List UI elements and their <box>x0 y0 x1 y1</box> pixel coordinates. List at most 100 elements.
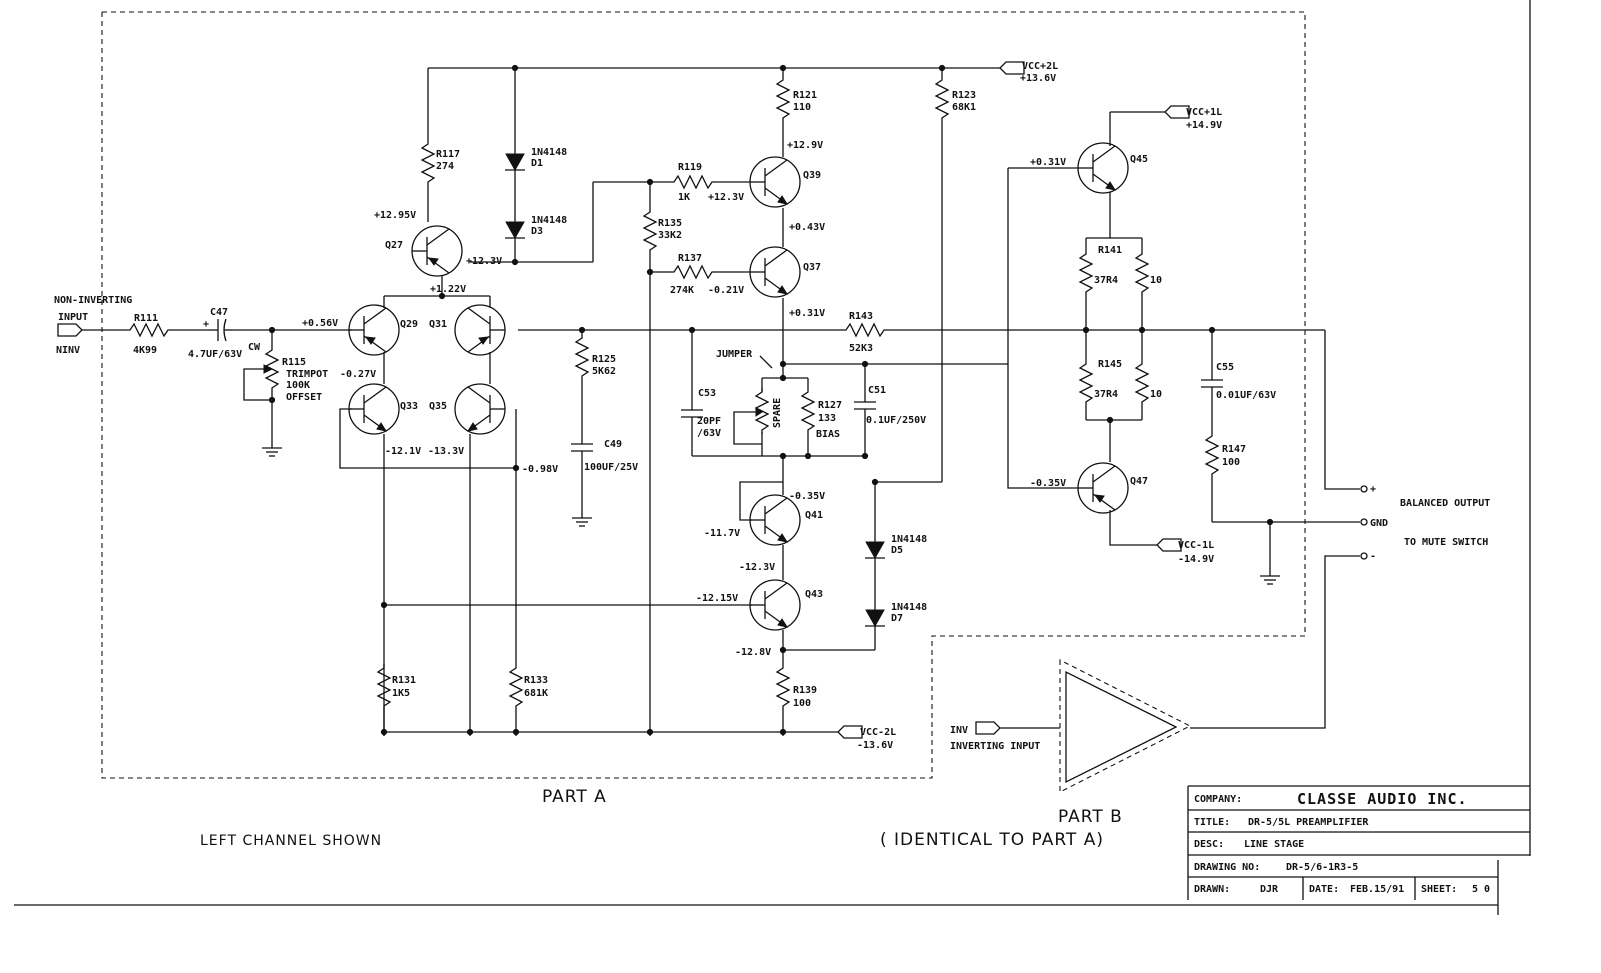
to-mute-label: TO MUTE SWITCH <box>1404 537 1488 548</box>
svg-text:DATE:: DATE: <box>1309 884 1339 895</box>
svg-text:1N4148: 1N4148 <box>891 602 927 613</box>
svg-text:110: 110 <box>793 102 811 113</box>
svg-text:-: - <box>1370 551 1376 562</box>
svg-text:Q27: Q27 <box>385 240 403 251</box>
svg-text:4K99: 4K99 <box>133 345 157 356</box>
svg-text:R141: R141 <box>1098 245 1122 256</box>
q39-transistor <box>749 156 801 208</box>
svg-text:100K: 100K <box>286 380 310 391</box>
r133-resistor <box>509 663 523 711</box>
d5-diode <box>864 527 886 573</box>
svg-text:+12.3V: +12.3V <box>708 192 744 203</box>
d7-diode <box>864 595 886 641</box>
q27-transistor <box>411 225 463 277</box>
non-inverting-label: NON-INVERTING <box>54 295 132 306</box>
title-block-frame <box>14 0 1531 915</box>
svg-text:R131: R131 <box>392 675 416 686</box>
svg-text:1N4148: 1N4148 <box>891 534 927 545</box>
q43-transistor <box>749 579 801 631</box>
identical-note: ( IDENTICAL TO PART A) <box>880 830 1104 850</box>
svg-text:C51: C51 <box>868 385 886 396</box>
svg-text:Q45: Q45 <box>1130 154 1148 165</box>
d3-diode <box>504 207 526 253</box>
svg-text:Q31: Q31 <box>429 319 447 330</box>
svg-text:INV: INV <box>950 725 968 736</box>
svg-text:R143: R143 <box>849 311 873 322</box>
svg-text:D3: D3 <box>531 226 543 237</box>
svg-text:VCC+1L: VCC+1L <box>1186 107 1222 118</box>
svg-text:-0.35V: -0.35V <box>789 491 825 502</box>
svg-text:R115: R115 <box>282 357 306 368</box>
svg-text:+13.6V: +13.6V <box>1020 73 1056 84</box>
svg-text:R111: R111 <box>134 313 158 324</box>
r139-resistor <box>776 663 790 711</box>
svg-text:5K62: 5K62 <box>592 366 616 377</box>
r145b-resistor <box>1135 359 1149 407</box>
q33-transistor <box>348 383 400 435</box>
svg-text:20PF: 20PF <box>697 416 721 427</box>
ports <box>57 61 1190 739</box>
svg-text:+14.9V: +14.9V <box>1186 120 1222 131</box>
svg-text:BIAS: BIAS <box>816 429 840 440</box>
svg-text:D5: D5 <box>891 545 903 556</box>
svg-text:R135: R135 <box>658 218 682 229</box>
part-a-label: PART A <box>542 787 607 807</box>
svg-text:R125: R125 <box>592 354 616 365</box>
vccm2l-port <box>837 725 863 739</box>
title-block: COMPANY: CLASSE AUDIO INC. TITLE: DR-5/5… <box>1194 790 1490 895</box>
svg-text:-13.3V: -13.3V <box>428 446 464 457</box>
svg-text:GND: GND <box>1370 518 1388 529</box>
part-a-frame <box>101 11 1306 779</box>
svg-text:Q43: Q43 <box>805 589 823 600</box>
svg-text:-0.98V: -0.98V <box>522 464 558 475</box>
r111-resistor <box>125 323 173 337</box>
svg-text:R145: R145 <box>1098 359 1122 370</box>
left-channel-note: LEFT CHANNEL SHOWN <box>200 833 382 849</box>
svg-text:+12.95V: +12.95V <box>374 210 416 221</box>
r125-resistor <box>575 333 589 381</box>
svg-text:COMPANY:: COMPANY: <box>1194 794 1242 805</box>
transistors <box>348 142 1129 631</box>
trimpot-wiper-arrow <box>263 364 274 374</box>
svg-text:+: + <box>203 319 209 330</box>
svg-text:-12.3V: -12.3V <box>739 562 775 573</box>
component-labels: NON-INVERTING INPUT NINV R111 4K99 C47 +… <box>54 61 1490 850</box>
svg-text:SPARE: SPARE <box>772 398 783 428</box>
drawing-title: DR-5/5L PREAMPLIFIER <box>1248 817 1369 828</box>
q47-transistor <box>1077 462 1129 514</box>
svg-text:C55: C55 <box>1216 362 1234 373</box>
svg-text:0.01UF/63V: 0.01UF/63V <box>1216 390 1276 401</box>
svg-text:Q47: Q47 <box>1130 476 1148 487</box>
ninv-port <box>57 323 83 337</box>
q31-transistor <box>454 304 506 356</box>
q45-transistor <box>1077 142 1129 194</box>
svg-text:-0.27V: -0.27V <box>340 369 376 380</box>
svg-text:DESC:: DESC: <box>1194 839 1224 850</box>
svg-text:68K1: 68K1 <box>952 102 976 113</box>
svg-text:-12.8V: -12.8V <box>735 647 771 658</box>
svg-text:-0.21V: -0.21V <box>708 285 744 296</box>
r143-resistor <box>841 323 889 337</box>
svg-text:R117: R117 <box>436 149 460 160</box>
svg-text:37R4: 37R4 <box>1094 275 1118 286</box>
ground-symbol <box>571 509 593 527</box>
svg-text:Q29: Q29 <box>400 319 418 330</box>
part-b-amplifier <box>1059 659 1192 793</box>
c49-capacitor <box>570 429 594 466</box>
svg-text:R123: R123 <box>952 90 976 101</box>
inverting-input-label: INVERTING INPUT <box>950 741 1040 752</box>
r127-resistor <box>801 387 815 435</box>
svg-text:Q33: Q33 <box>400 401 418 412</box>
svg-text:R133: R133 <box>524 675 548 686</box>
r141b-resistor <box>1135 249 1149 297</box>
company-name: CLASSE AUDIO INC. <box>1297 790 1468 808</box>
svg-text:0.1UF/250V: 0.1UF/250V <box>866 415 926 426</box>
output-terminals <box>1360 485 1368 560</box>
svg-text:10: 10 <box>1150 389 1162 400</box>
svg-text:D1: D1 <box>531 158 543 169</box>
svg-text:R121: R121 <box>793 90 817 101</box>
svg-text:R139: R139 <box>793 685 817 696</box>
svg-text:4.7UF/63V: 4.7UF/63V <box>188 349 242 360</box>
svg-text:D7: D7 <box>891 613 903 624</box>
q29-transistor <box>348 304 400 356</box>
